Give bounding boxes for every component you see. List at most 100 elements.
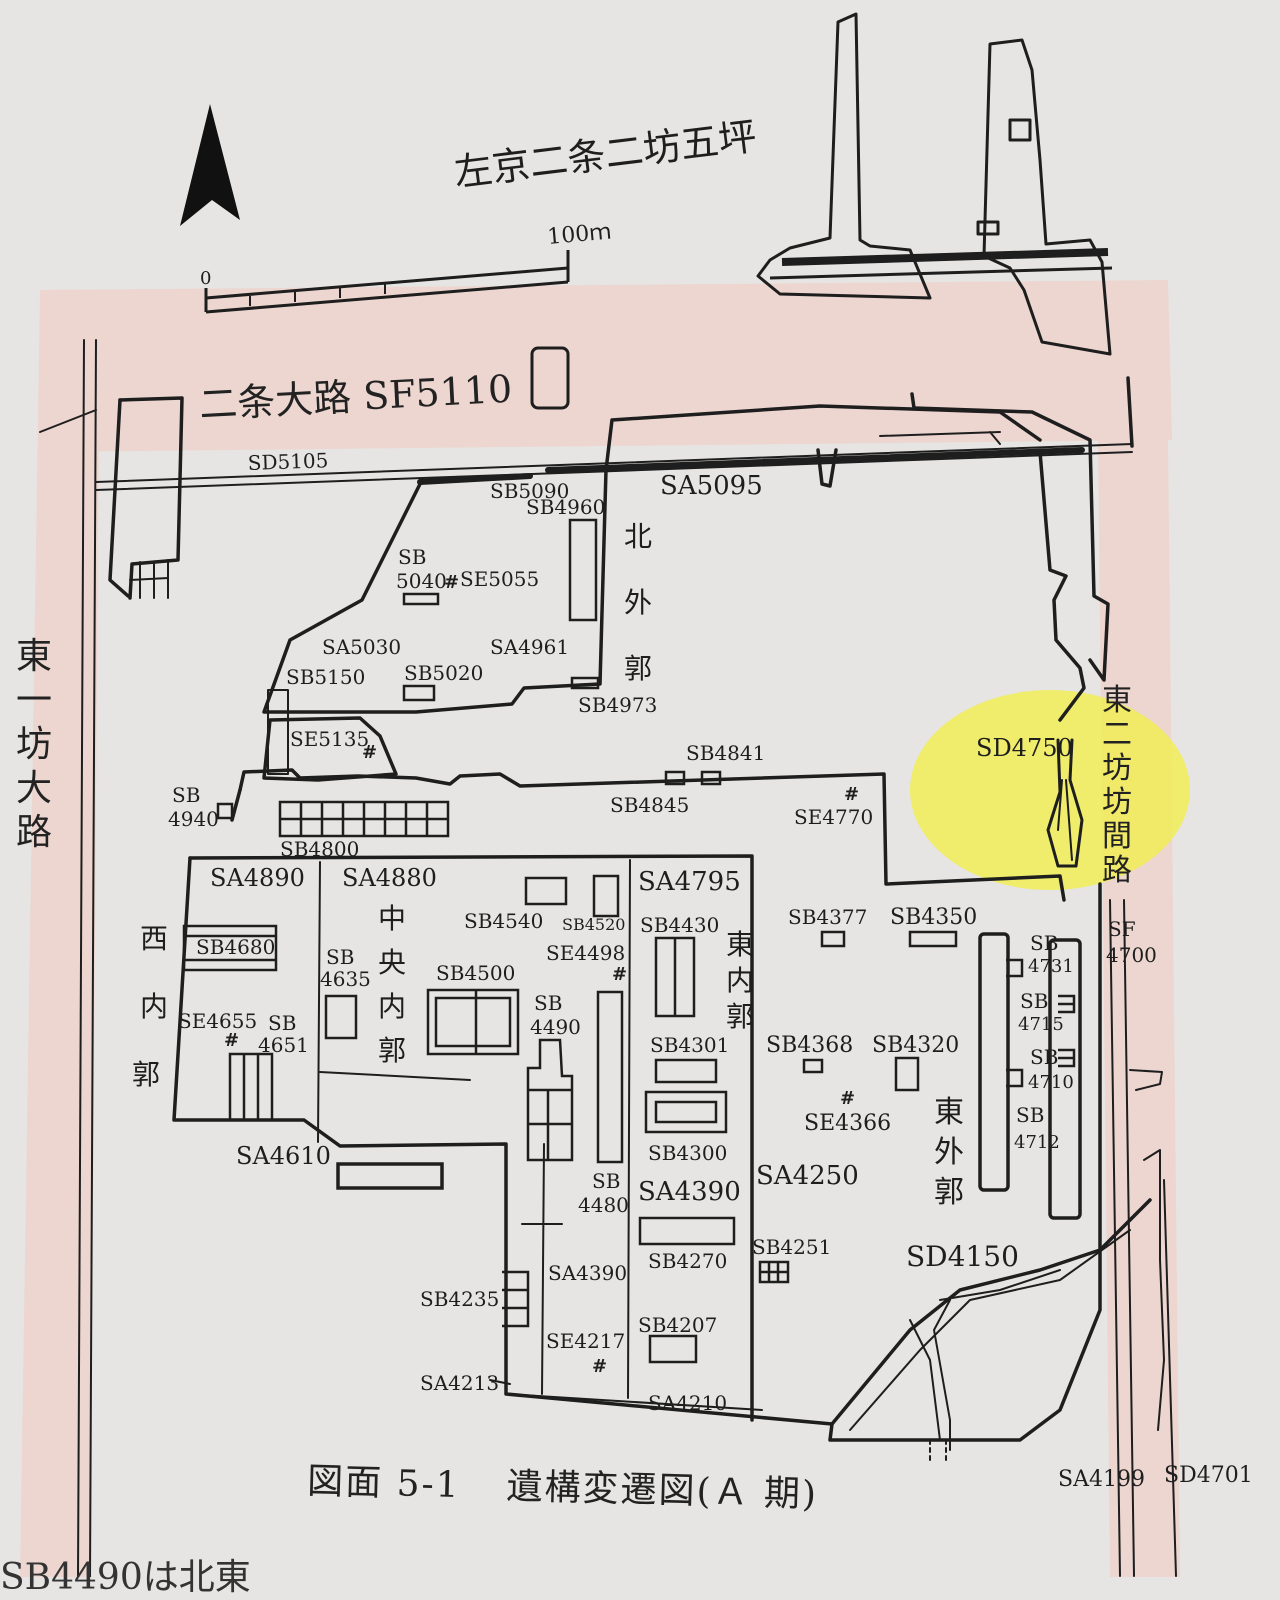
zone-char: 中 [378,902,406,935]
road-char: 路 [1102,853,1132,888]
road-char: 路 [16,812,52,853]
zone-naka: 中 央 内 郭 [378,902,406,1067]
feature-labels: SD5105 SB5090 SA5095 SB4960 SB 5040 SE50… [168,448,1253,1492]
feature-label: SA4390 [548,1261,627,1285]
feature-label: SB4973 [578,693,657,717]
feature-label: 4731 [1028,956,1074,977]
feature-label: SB4680 [196,935,275,959]
figure-title: 遺構変遷図(Ａ 期) [506,1466,819,1516]
feature-label: SB4368 [766,1033,853,1058]
higashi-ichibo-oji-label: 東 一 坊 大 路 [16,636,52,853]
feature-label: SB [172,783,200,807]
feature-label: 5040 [396,569,447,593]
feature-label: 4715 [1018,1014,1064,1035]
feature-label: 4940 [168,807,219,831]
feature-label: SB [1030,1045,1058,1069]
feature-label: SA4890 [210,864,305,892]
feature-label: SB [1030,931,1058,955]
feature-label: SA4795 [638,867,741,897]
zone-nishi: 西 内 郭 [132,922,168,1091]
zone-char: 内 [726,964,754,997]
sf4700-label: 4700 [1106,943,1157,967]
zone-char: 内 [140,990,168,1023]
svg-text:#: # [362,742,377,763]
feature-label: SE5055 [460,567,539,591]
feature-label: SB4540 [464,909,543,933]
well-markers: # # # # # # # [224,572,859,1377]
compound-lines [39,339,1177,1577]
higashi-nibo-road-band [1098,440,1180,1577]
zone-char: 北 [624,520,652,553]
feature-label: SB5090 [490,479,569,503]
feature-label: SB [398,545,426,569]
feature-label: SB [592,1169,620,1193]
feature-label: SB4207 [638,1313,717,1337]
zone-char: 東 [726,928,754,961]
feature-label: SB [534,991,562,1015]
feature-label: SB5020 [404,661,483,685]
zone-higashi-gai: 東 外 郭 [934,1095,964,1210]
zone-higashi-nai: 東 内 郭 [726,928,754,1033]
zone-char: 東 [934,1095,964,1130]
feature-label: SB4251 [752,1235,831,1259]
feature-label: 4635 [320,967,371,991]
svg-text:#: # [840,1088,855,1109]
feature-label: 4651 [258,1033,309,1057]
svg-text:#: # [444,572,459,593]
feature-label: SD4701 [1164,1463,1253,1488]
figure-number: 図面 5-1 [306,1460,462,1506]
sf4700-label: SF [1108,917,1136,941]
feature-label: SB [1016,1103,1044,1127]
feature-label: SB4300 [648,1141,727,1165]
scale-max: 100ｍ [546,219,612,249]
zone-char: 郭 [624,652,652,685]
svg-text:#: # [844,784,859,805]
feature-label: SE4366 [804,1111,891,1136]
cut-off-body-text: SB4490は北東 [0,1557,251,1598]
road-char: 坊 [16,724,52,765]
zone-char: 内 [378,990,406,1023]
feature-label: SB4960 [526,495,605,519]
feature-label: SB4841 [686,741,765,765]
feature-label: SB [268,1011,296,1035]
svg-text:#: # [612,964,627,985]
feature-label: 4712 [1014,1132,1060,1153]
feature-label: SB4430 [640,913,719,937]
feature-label: SA4610 [236,1142,331,1170]
scale-bar [204,250,570,314]
zone-char: 郭 [726,1000,754,1033]
road-char: 坊 [1102,751,1132,786]
buildings [182,518,1076,1364]
feature-label: SE5135 [290,727,369,751]
feature-label: SE4655 [178,1009,257,1033]
road-char: 東 [1102,683,1132,718]
feature-label: SA5095 [660,471,763,501]
feature-label: SD5105 [247,448,328,475]
feature-label: 4480 [578,1193,629,1217]
feature-label: SD4150 [906,1240,1019,1273]
zone-kita: 北 外 郭 [624,520,652,685]
road-char: 東 [16,636,52,677]
feature-label: SB4845 [610,793,689,817]
feature-label: 4710 [1028,1072,1074,1093]
feature-label: SA5030 [322,635,401,659]
svg-text:#: # [592,1356,607,1377]
feature-label: SB4800 [280,837,359,861]
feature-label: SA4210 [648,1391,727,1415]
feature-label: SA4961 [490,635,569,659]
svg-text:#: # [224,1030,239,1051]
feature-label: SE4498 [546,941,625,965]
feature-label: SB4350 [890,905,977,930]
zone-char: 央 [378,946,406,979]
north-arrow-icon [180,104,240,226]
feature-label: SB4320 [872,1033,959,1058]
zone-char: 郭 [934,1175,964,1210]
north-site-fragment [756,12,1113,356]
feature-label: SB4235 [420,1287,499,1311]
feature-label: SB4377 [788,905,867,929]
road-char: 坊 [1102,785,1132,820]
feature-label: SA4199 [1058,1467,1145,1492]
feature-label: SB4520 [562,915,625,934]
